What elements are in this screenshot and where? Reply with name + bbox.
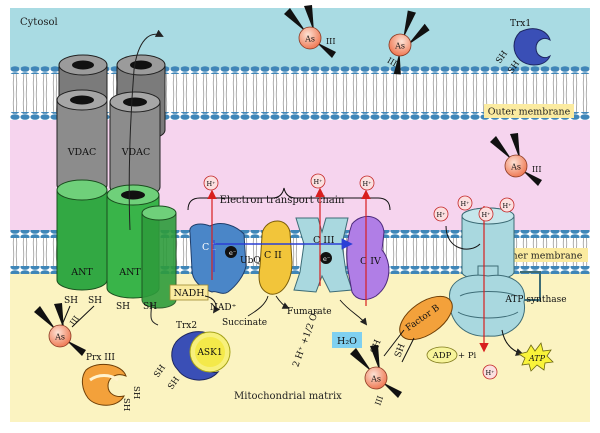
electron-symbol-1: e⁻ bbox=[229, 249, 236, 257]
proton-ims-4: H⁺ bbox=[499, 197, 515, 213]
arsenic-molecule-cytosol-1: As III bbox=[283, 4, 337, 59]
ant-vdac-flux-arrow bbox=[128, 34, 162, 326]
svg-text:H⁺: H⁺ bbox=[481, 211, 490, 219]
water-arrow bbox=[339, 299, 368, 326]
complex-i-label: C I bbox=[202, 242, 216, 253]
proton-ims-3: H⁺ bbox=[478, 206, 494, 222]
atp-arrow bbox=[501, 329, 524, 356]
outer-membrane-label-box bbox=[484, 104, 574, 118]
ant-thiol-3: SH bbox=[116, 302, 130, 312]
nad-label: NAD⁺ bbox=[210, 303, 237, 313]
electron-symbol-2: e⁻ bbox=[323, 255, 330, 263]
arsenic-valence-cytosol-1: III bbox=[326, 37, 335, 46]
nadh-label: NADH bbox=[173, 288, 204, 299]
proton-ions: H⁺ H⁺ H⁺ H⁺ H⁺ H⁺ H⁺ H⁺ bbox=[203, 173, 515, 380]
cytosol-label: Cytosol bbox=[20, 17, 58, 28]
arsenic-valence-ims: III bbox=[532, 165, 541, 174]
complex-ii: C II bbox=[258, 220, 293, 295]
inner-membrane-label: Inner membrane bbox=[502, 251, 583, 262]
arsenic-symbol-ant: As bbox=[54, 333, 65, 342]
atp-synthase-label: ATP synthase bbox=[504, 295, 566, 305]
svg-text:H⁺: H⁺ bbox=[460, 200, 469, 208]
ask1-label: ASK1 bbox=[196, 348, 222, 358]
trx2-label: Trx2 bbox=[176, 321, 197, 331]
proton-ims-1: H⁺ bbox=[433, 206, 449, 222]
complex-iv-label: C IV bbox=[360, 256, 381, 267]
complex-iii-label: C III bbox=[313, 235, 335, 246]
succinate-arrow bbox=[247, 295, 269, 317]
arsenic-symbol-factor-b: As bbox=[370, 375, 381, 384]
complex-iv: C IV bbox=[346, 216, 390, 300]
arsenic-molecule-cytosol-2: As III bbox=[369, 5, 442, 78]
atp-production: ADP + Pi ATP bbox=[426, 329, 554, 372]
svg-text:H⁺: H⁺ bbox=[206, 180, 215, 188]
pi-label: + Pi bbox=[458, 351, 477, 361]
matrix-label: Mitochondrial matrix bbox=[234, 391, 342, 402]
adp-label: ADP bbox=[432, 351, 452, 361]
water-box bbox=[332, 332, 362, 348]
arsenic-molecule-ims: As III bbox=[489, 132, 543, 187]
svg-text:H⁺: H⁺ bbox=[485, 369, 494, 377]
prx-iii-thiol-2: SH bbox=[121, 398, 131, 411]
svg-text:H⁺: H⁺ bbox=[502, 202, 511, 210]
proton-c4: H⁺ bbox=[359, 175, 375, 191]
ant-thiol-4: SH bbox=[143, 302, 157, 312]
svg-text:H⁺: H⁺ bbox=[436, 211, 445, 219]
proton-c3: H⁺ bbox=[310, 173, 326, 189]
vdac-channels: VDAC VDAC bbox=[56, 54, 166, 198]
proton-c1: H⁺ bbox=[203, 175, 219, 191]
arsenic-symbol-cytosol-2: As bbox=[394, 42, 405, 51]
arsenic-symbol-cytosol-1: As bbox=[304, 35, 315, 44]
arsenic-symbol-ims: As bbox=[510, 163, 521, 172]
succinate-label: Succinate bbox=[222, 318, 267, 328]
complex-ii-label: C II bbox=[264, 250, 282, 261]
ant-channels: ANT ANT bbox=[56, 179, 177, 309]
svg-text:H⁺: H⁺ bbox=[362, 180, 371, 188]
svg-text:H⁺: H⁺ bbox=[313, 178, 322, 186]
electron-carrier: e⁻ bbox=[320, 252, 332, 264]
arsenic-valence-cytosol-2: III bbox=[386, 56, 399, 69]
arsenic-molecule-factor-b: As III bbox=[349, 344, 403, 407]
arsenic-molecule-ant: As III bbox=[33, 302, 87, 357]
factor-b-thiol-2: SH bbox=[393, 342, 407, 359]
nadh-arrow bbox=[204, 295, 220, 314]
ant-label-left: ANT bbox=[70, 267, 93, 278]
prx-iii: Prx III SH SH bbox=[81, 353, 141, 411]
atp-synthase-proton-entry bbox=[445, 225, 481, 250]
ant-thiol-1: SH bbox=[64, 296, 78, 306]
fumarate-label: Fumarate bbox=[287, 307, 332, 317]
nadh-box bbox=[169, 284, 209, 301]
inner-membrane-label-box bbox=[496, 248, 588, 262]
trx1-label: Trx1 bbox=[510, 19, 531, 29]
arsenic-valence-factor-b: III bbox=[373, 395, 385, 407]
water-label: H₂O bbox=[337, 336, 357, 347]
etc-bracket bbox=[187, 187, 391, 211]
arsenic-valence-ant: III bbox=[68, 314, 81, 327]
prx-iii-thiol-1: SH bbox=[131, 386, 141, 399]
factor-b: Factor B SH SH bbox=[369, 295, 453, 363]
proton-ims-2: H⁺ bbox=[457, 195, 473, 211]
outer-membrane-label: Outer membrane bbox=[488, 107, 571, 118]
prx-iii-label: Prx III bbox=[86, 353, 115, 363]
etc-title: Electron transport chain bbox=[220, 195, 345, 206]
complex-i: C I bbox=[189, 223, 247, 294]
ant-label-right: ANT bbox=[118, 267, 141, 278]
proton-matrix: H⁺ bbox=[482, 364, 498, 380]
trx2-ask1-complex: ASK1 Trx2 SH SH bbox=[152, 321, 231, 392]
vdac-label-right: VDAC bbox=[121, 147, 151, 158]
atp-label: ATP bbox=[528, 354, 546, 363]
fumarate-arrow bbox=[275, 295, 290, 309]
vdac-label-left: VDAC bbox=[67, 147, 97, 158]
ubiquinone: e⁻ UbQ bbox=[225, 246, 261, 266]
ubiquinone-label: UbQ bbox=[240, 256, 261, 266]
ant-thiol-2: SH bbox=[88, 296, 102, 306]
